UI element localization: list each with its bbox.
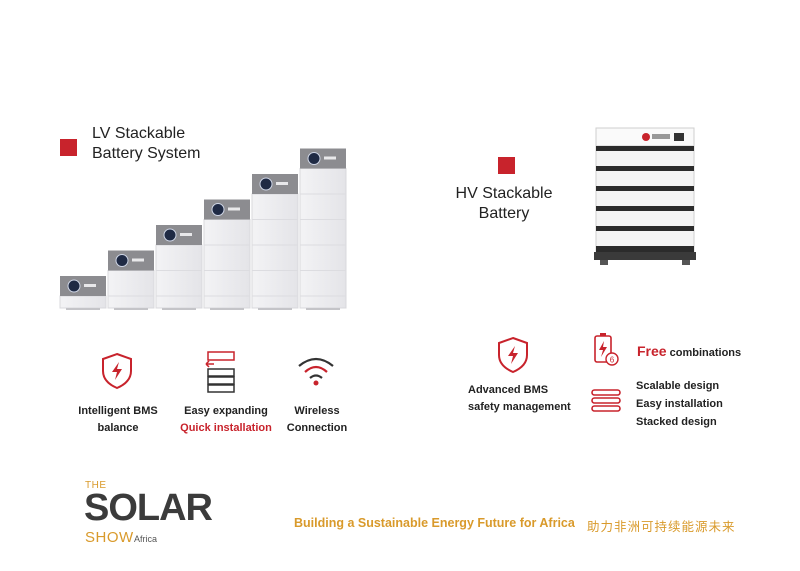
lv-battery-column (203, 199, 251, 310)
hv-title-line1: HV Stackable (455, 185, 553, 202)
hv-feature-bms-line2: safety management (468, 401, 571, 413)
lv-battery-column (299, 148, 347, 310)
lv-feature-expand-line2: Quick installation (180, 422, 272, 434)
hv-feature-free-highlight: Free (637, 343, 667, 359)
svg-text:6: 6 (610, 356, 615, 365)
shield-bolt-icon (102, 352, 132, 390)
lv-title-line1: LV Stackable (92, 125, 186, 142)
hv-title-marker (498, 157, 515, 174)
logo-africa: Africa (134, 534, 158, 544)
hv-feature-design-line3: Stacked design (636, 416, 717, 428)
layers-icon (591, 389, 621, 412)
lv-feature-wireless-line1: Wireless (294, 405, 340, 417)
stacked-battery-icon (205, 351, 235, 393)
hv-feature-design-line2: Easy installation (636, 398, 723, 410)
hv-feature-design-line1: Scalable design (636, 380, 720, 392)
wifi-icon (298, 357, 334, 386)
footer-chinese: 助力非洲可持续能源未来 (587, 519, 736, 534)
hv-feature-free-rest: combinations (669, 347, 742, 359)
logo-the: THE (85, 480, 107, 491)
lv-feature-expand-line1: Easy expanding (184, 405, 268, 417)
lv-feature-bms-line1: Intelligent BMS (78, 405, 158, 417)
hv-feature-design: Scalable design Easy installation Stacke… (636, 377, 723, 431)
solar-show-logo: THE SOLAR SHOW Africa (84, 478, 214, 548)
lv-title: LV Stackable Battery System (92, 124, 200, 164)
hv-logo-icon (642, 133, 650, 141)
hv-shield-bolt-icon (498, 336, 528, 374)
hv-title: HV Stackable Battery (454, 184, 554, 224)
logo-solar: SOLAR (84, 487, 213, 529)
footer-tagline: Building a Sustainable Energy Future for… (294, 516, 575, 530)
hv-feature-bms-line1: Advanced BMS (468, 384, 549, 396)
lv-battery-column (251, 174, 299, 310)
logo-show: SHOW (85, 529, 134, 546)
lv-battery-staircase (59, 148, 347, 310)
lv-battery-column (107, 250, 155, 310)
hv-feature-free: Free combinations (637, 343, 741, 359)
hv-battery-tower (594, 127, 696, 265)
hv-feature-bms: Advanced BMS safety management (468, 382, 571, 416)
lv-battery-column (59, 276, 107, 310)
lv-feature-bms-line2: balance (97, 422, 139, 434)
lv-title-line2: Battery System (92, 145, 201, 162)
lv-title-marker (60, 139, 77, 156)
lv-feature-wireless-line2: Connection (286, 422, 348, 434)
battery-6-icon: 6 (594, 333, 619, 366)
hv-title-line2: Battery (478, 205, 530, 222)
lv-battery-column (155, 225, 203, 310)
